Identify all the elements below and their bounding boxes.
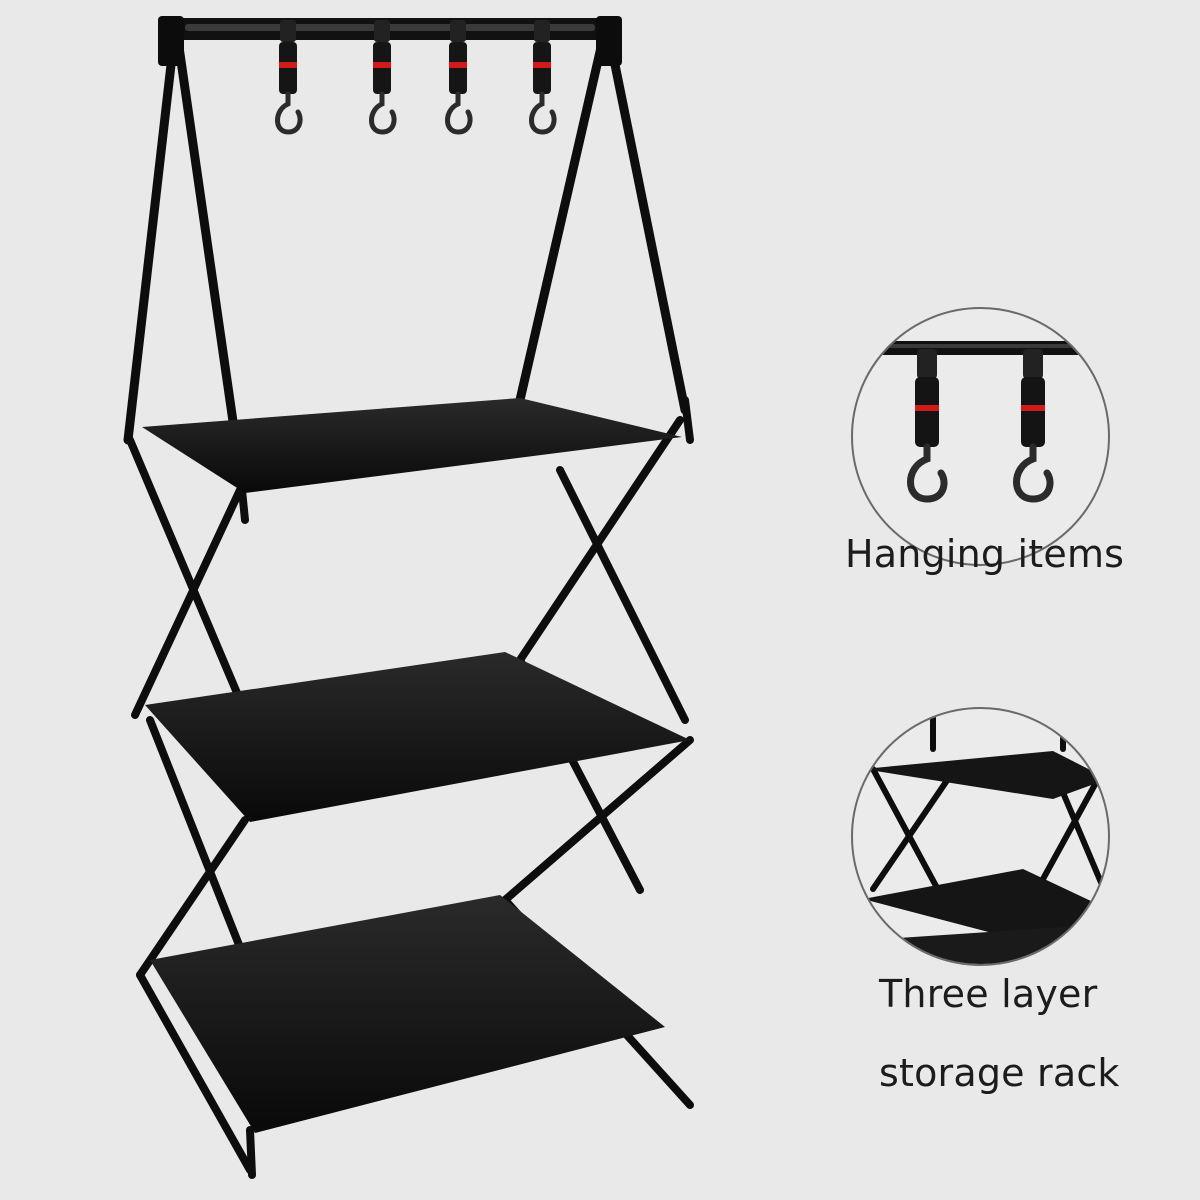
storage-rack-caption: storage rack (879, 1051, 1120, 1095)
hook-detail-icon (853, 341, 1108, 503)
hook-detail-circle (851, 307, 1110, 566)
a-frame (123, 25, 690, 475)
shelves (142, 398, 690, 1133)
hanging-items-caption: Hanging items (845, 532, 1125, 576)
hook-1 (275, 20, 303, 135)
hook-2 (369, 20, 397, 135)
shelf-detail-circle (851, 707, 1110, 966)
shelf-bottom (150, 895, 665, 1133)
hooks (275, 20, 557, 135)
hook-4 (529, 20, 557, 135)
shelf-top (142, 398, 682, 493)
shelf-detail-icon (853, 709, 1108, 964)
shelf-middle (145, 652, 690, 822)
hook-3 (445, 20, 473, 135)
three-layer-caption: Three layer (879, 972, 1098, 1016)
